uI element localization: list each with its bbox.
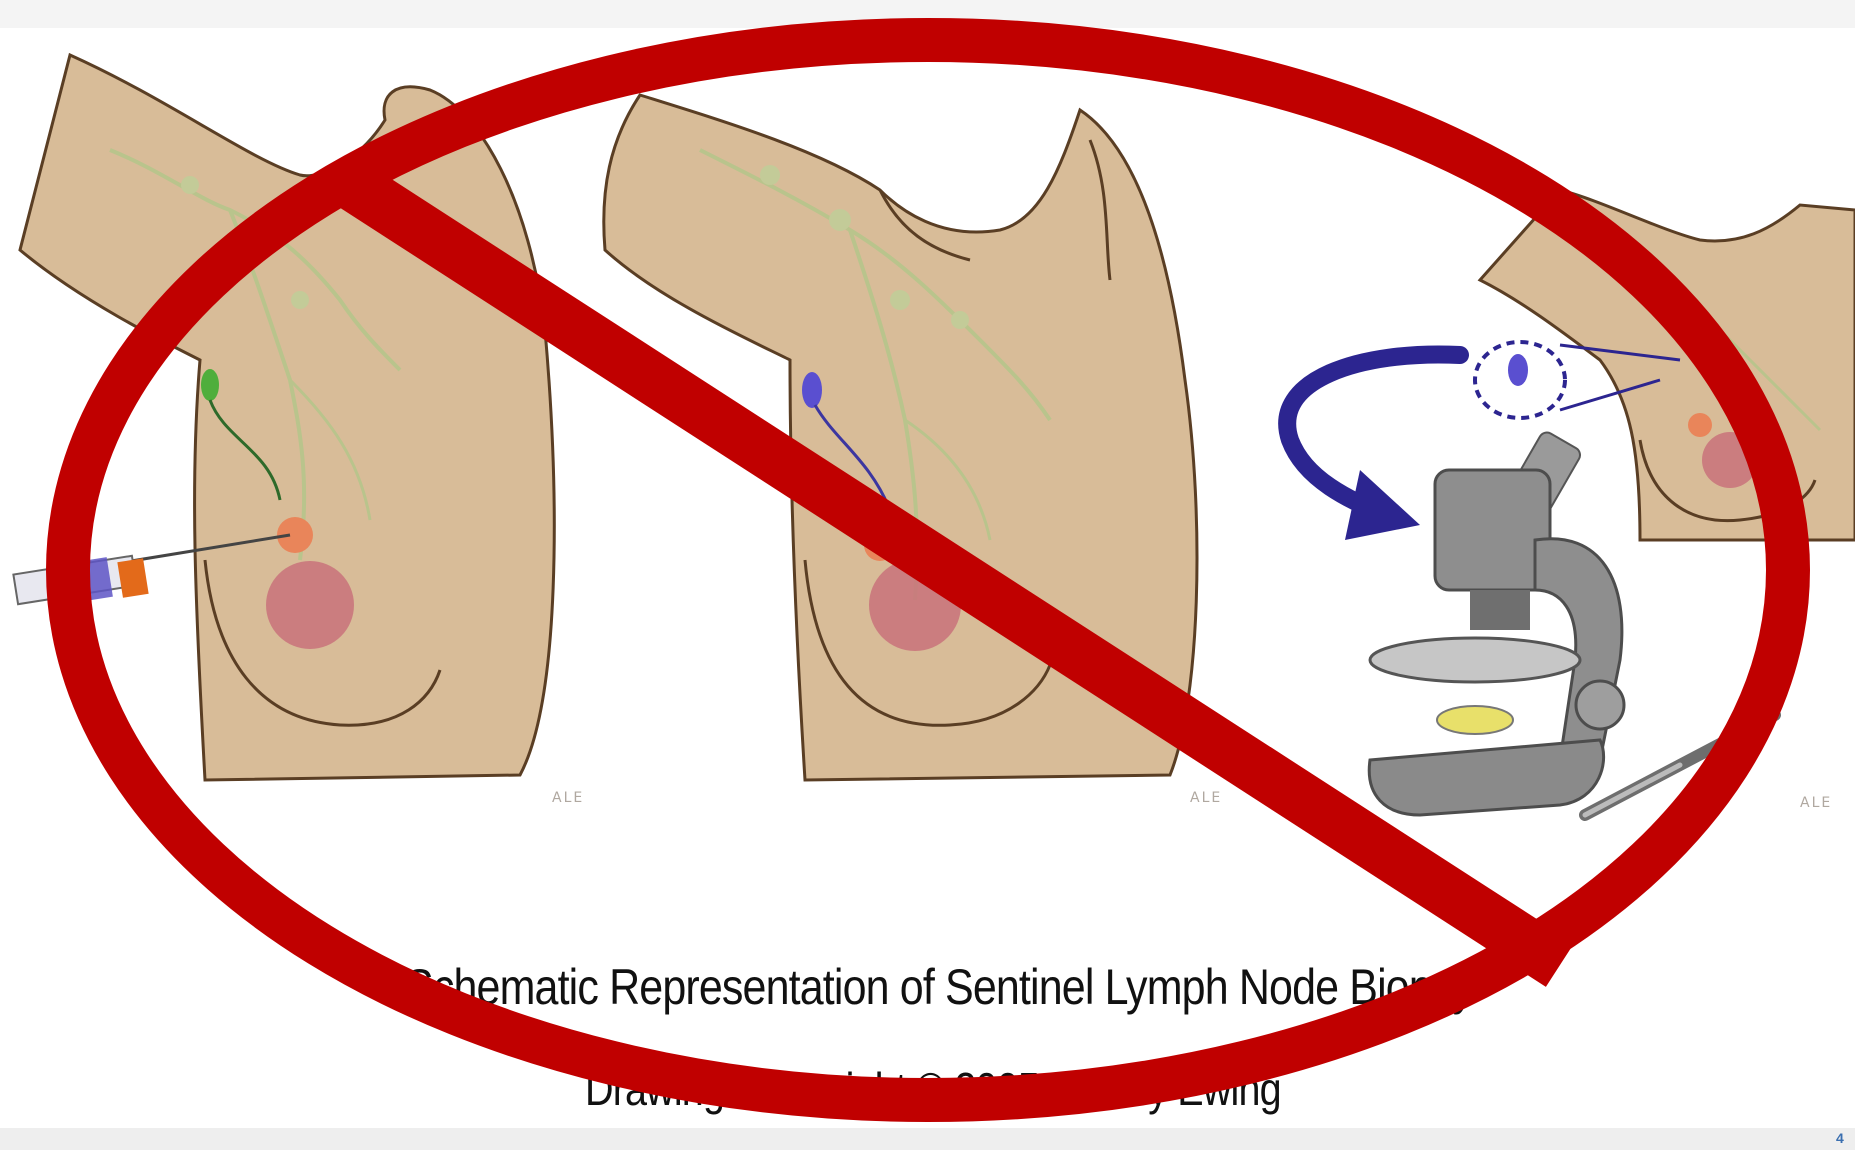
figure-caption: Schematic Representation of Sentinel Lym… bbox=[405, 958, 1351, 1016]
artist-mark: ALE bbox=[552, 790, 584, 806]
artist-mark: ALE bbox=[1800, 795, 1832, 811]
panel-injection bbox=[13, 55, 554, 780]
page-number: 4 bbox=[1836, 1130, 1844, 1146]
tumor bbox=[266, 561, 354, 649]
panel-mapping bbox=[604, 95, 1197, 780]
sentinel-node-blue bbox=[802, 372, 822, 408]
panel-pathology bbox=[1287, 190, 1855, 815]
artist-mark: ALE bbox=[1190, 790, 1222, 806]
copyright-credit: Drawings copyright © 2005 Audrey Ewing bbox=[585, 1062, 1359, 1116]
scalpel-icon bbox=[1585, 715, 1775, 815]
microscope-icon bbox=[1369, 430, 1624, 815]
sentinel-node-green bbox=[201, 369, 219, 401]
